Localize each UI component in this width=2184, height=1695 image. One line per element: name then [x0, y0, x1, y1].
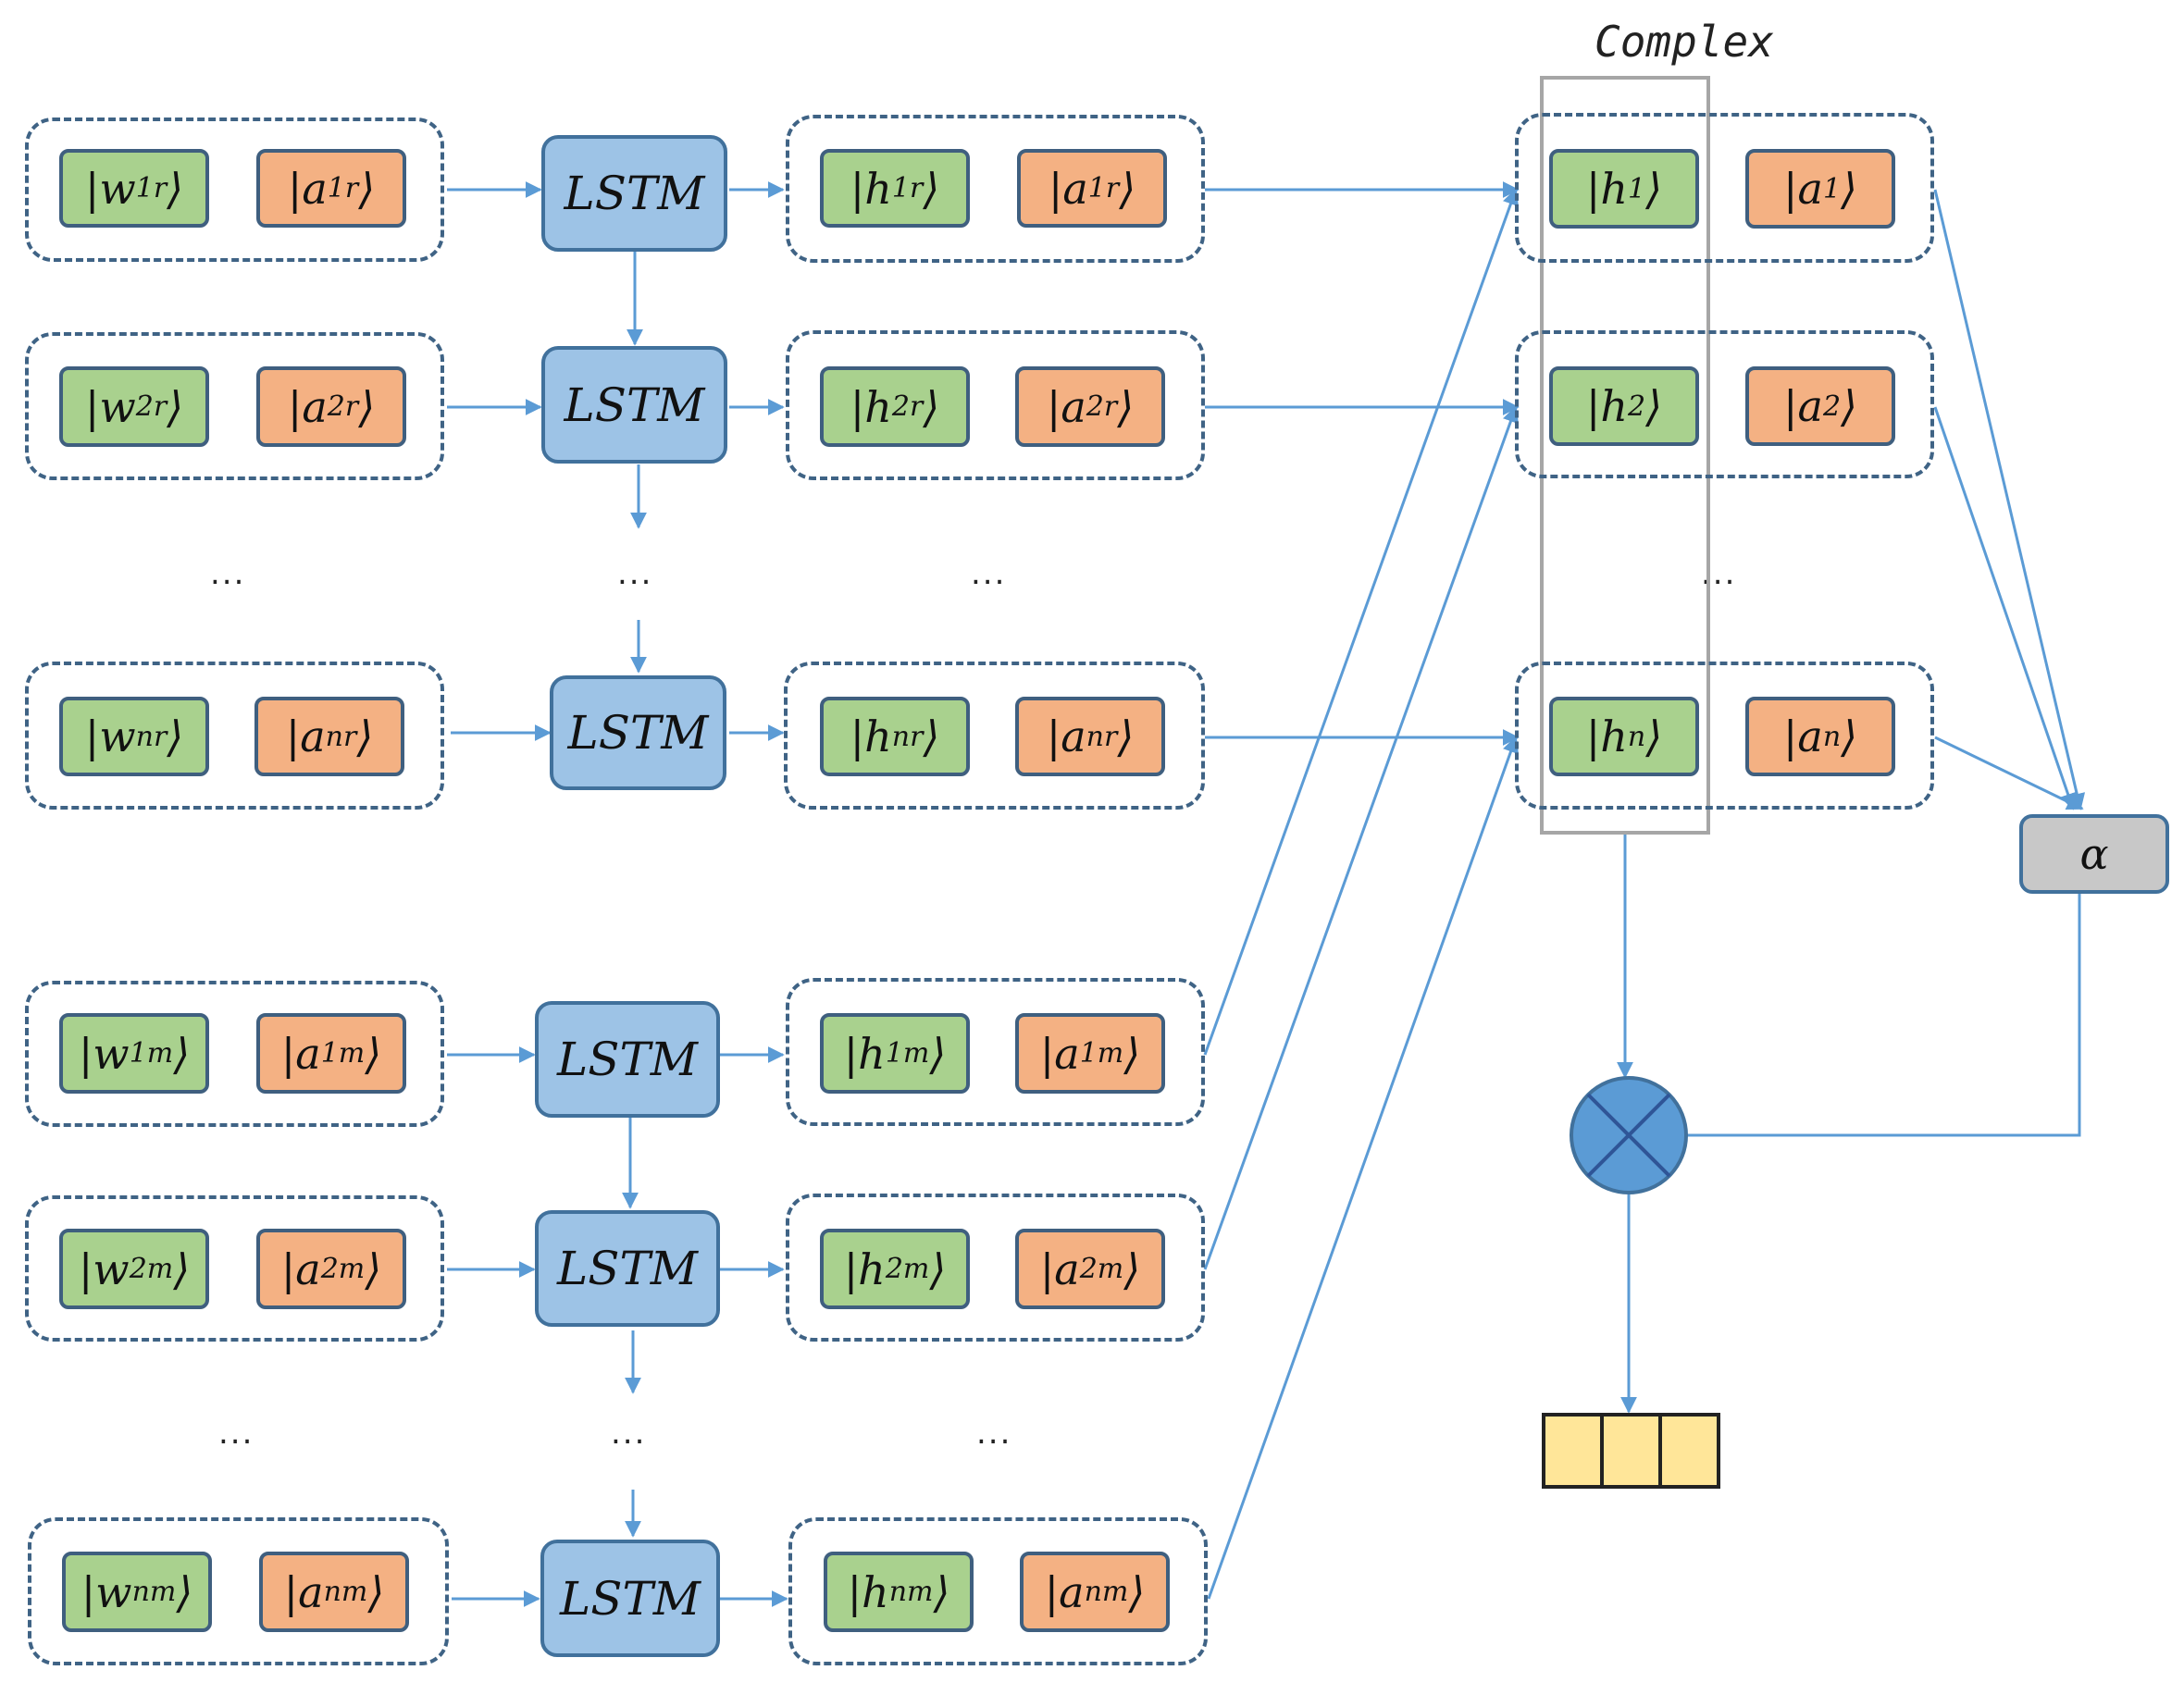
lstm-nr: LSTM — [550, 675, 726, 790]
output-vector-slot — [1662, 1417, 1717, 1485]
lstm-2m: LSTM — [535, 1210, 720, 1327]
hidden-group-nm — [788, 1517, 1208, 1665]
ellipsis-lstm-bottom: ... — [611, 1415, 647, 1452]
hidden-group-1m — [786, 978, 1205, 1126]
arrow-c2-to-alpha — [1933, 406, 2077, 810]
lstm-1m: LSTM — [535, 1001, 720, 1118]
input-group-2m — [25, 1195, 444, 1342]
hidden-group-2r — [786, 330, 1205, 480]
arrow-hnm-to-cn — [1207, 736, 1520, 1600]
input-group-1m — [25, 981, 444, 1127]
arrow-h1m-to-c1 — [1203, 188, 1519, 1056]
ellipsis-lstm-top: ... — [617, 555, 653, 592]
line-alpha-to-multiply — [1686, 894, 2081, 1137]
arrow-h2m-to-c2 — [1203, 405, 1519, 1270]
ellipsis-inputs-top: ... — [210, 555, 246, 592]
complex-label: Complex — [1595, 17, 1774, 67]
input-group-nr — [25, 662, 444, 810]
alpha-box: α — [2019, 814, 2169, 894]
hidden-group-nr — [784, 662, 1205, 810]
input-group-1r — [25, 118, 444, 262]
lstm-nm: LSTM — [540, 1540, 720, 1657]
output-vector-slot — [1604, 1417, 1662, 1485]
arrow-c1-to-alpha — [1933, 189, 2086, 810]
output-vector — [1542, 1413, 1720, 1489]
complex-group-1 — [1515, 113, 1934, 263]
lstm-1r: LSTM — [541, 135, 727, 252]
hidden-group-1r — [786, 115, 1205, 263]
complex-group-2 — [1515, 330, 1934, 478]
ellipsis-hidden-top: ... — [971, 555, 1007, 592]
hidden-group-2m — [786, 1194, 1205, 1342]
lstm-2r: LSTM — [541, 346, 727, 464]
input-group-2r — [25, 332, 444, 480]
input-group-nm — [28, 1517, 449, 1665]
multiply-icon — [1570, 1076, 1688, 1194]
ellipsis-inputs-bottom: ... — [218, 1415, 254, 1452]
complex-group-n — [1515, 662, 1934, 810]
output-vector-slot — [1545, 1417, 1604, 1485]
ellipsis-hidden-bottom: ... — [976, 1415, 1012, 1452]
arrow-cn-to-alpha — [1934, 736, 2084, 810]
